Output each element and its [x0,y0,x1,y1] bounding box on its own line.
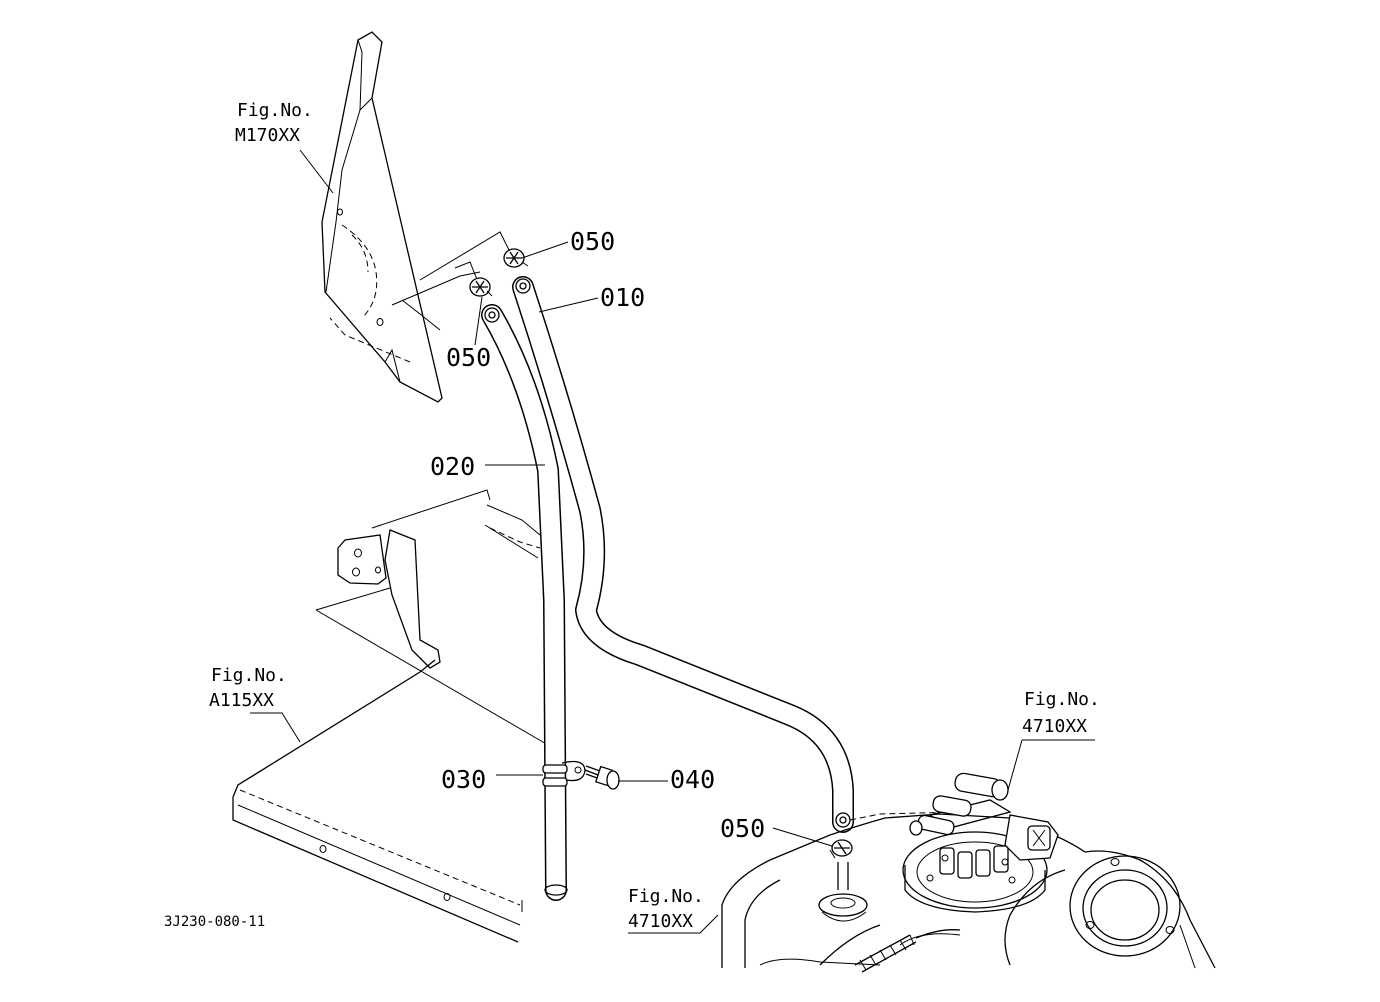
fuel-tank-4710 [721,772,1216,973]
hose-010 [512,276,854,833]
hose-020-top-end [484,307,500,323]
fig-ref-a115-line1: Fig.No. [211,665,287,686]
ref-line-upper [391,271,481,306]
part-label-010: 010 [600,283,645,312]
part-label-030: 030 [441,765,486,794]
hose-clamp-050-left [469,277,493,297]
fig-ref-4710-lower: Fig.No. 4710XX [628,886,704,932]
part-label-020: 020 [430,452,475,481]
fig-ref-m170-line2: M170XX [235,125,300,146]
fig-ref-m170-line1: Fig.No. [237,100,313,121]
hose-010-top-end [515,278,531,294]
seat-base-a115 [232,659,523,943]
part-label-050-left: 050 [446,343,491,372]
bracket-plate-m170 [321,31,443,403]
hose-clamp-050-top [503,248,529,268]
fig-ref-4710-upper: Fig.No. 4710XX [1022,689,1100,737]
fig-ref-a115-line2: A115XX [209,690,274,711]
fig-ref-4710-lower-line2: 4710XX [628,911,693,932]
drawing-code: 3J230-080-11 [164,914,265,930]
fig-ref-m170: Fig.No. M170XX [235,100,313,146]
fig-ref-a115: Fig.No. A115XX [209,665,287,711]
hose-clamp-050-bottom [829,839,853,859]
part-label-050-bottom: 050 [720,814,765,843]
seat-frame-bracket [315,489,549,746]
bolt-040 [584,765,620,790]
part-label-050-top: 050 [570,227,615,256]
part-label-040: 040 [670,765,715,794]
fig-ref-4710-upper-line2: 4710XX [1022,716,1087,737]
hose-020-bottom-end [544,884,568,896]
fig-ref-4710-lower-line1: Fig.No. [628,886,704,907]
leader-lines [250,149,1095,934]
hose-020 [481,304,567,901]
fig-ref-4710-upper-line1: Fig.No. [1024,689,1100,710]
